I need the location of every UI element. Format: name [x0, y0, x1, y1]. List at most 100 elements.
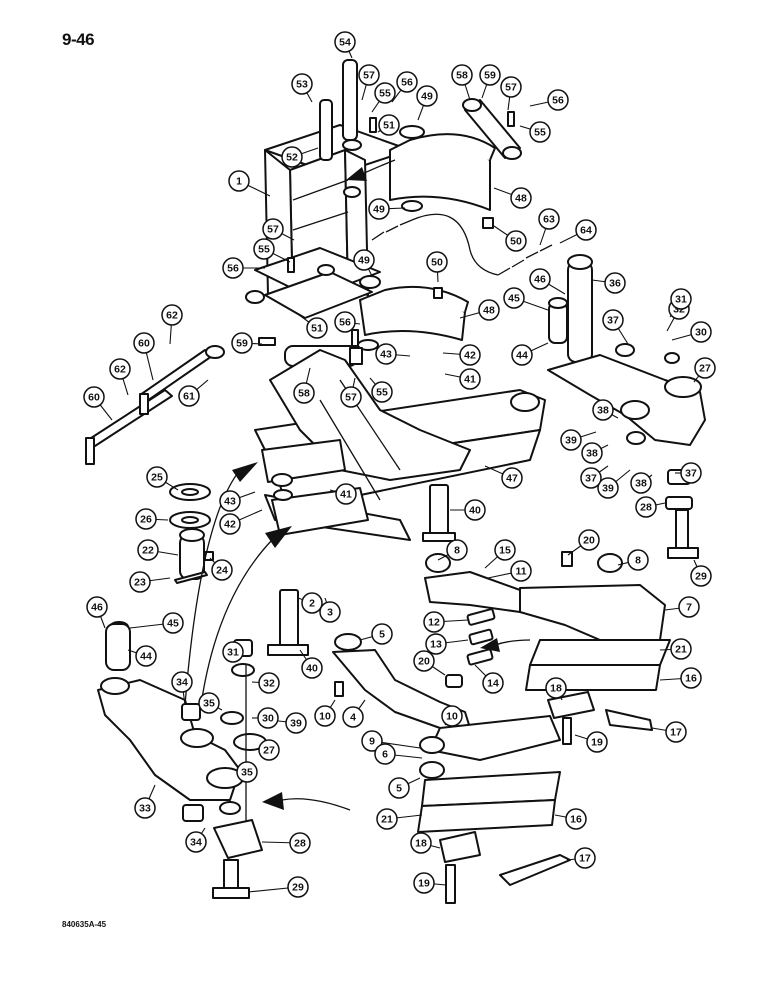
callout-number: 48: [483, 305, 495, 317]
callout-44: 44: [511, 344, 533, 366]
callout-number: 42: [464, 350, 476, 362]
callout-41: 41: [459, 368, 481, 390]
callout-circle: [510, 560, 532, 582]
right-spindle-arm: [547, 343, 706, 559]
callout-23: 23: [129, 571, 151, 593]
callout-number: 63: [543, 214, 555, 226]
callout-number: 19: [418, 878, 430, 890]
callout-21: 21: [670, 638, 692, 660]
callout-18: 18: [410, 832, 432, 854]
callout-28: 28: [635, 496, 657, 518]
callout-number: 13: [430, 639, 442, 651]
callout-circle: [228, 170, 250, 192]
callout-52: 52: [281, 146, 303, 168]
callout-number: 10: [446, 711, 458, 723]
callout-number: 39: [290, 718, 302, 730]
callout-circle: [287, 876, 309, 898]
callout-circle: [560, 429, 582, 451]
callout-circle: [291, 73, 313, 95]
callout-58: 58: [451, 64, 473, 86]
callout-number: 60: [138, 338, 150, 350]
callout-circle: [374, 743, 396, 765]
left-kingpin-stack: [105, 623, 267, 899]
callout-40: 40: [301, 657, 323, 679]
callout-39: 39: [597, 477, 619, 499]
callout-number: 20: [583, 535, 595, 547]
callout-1: 1: [228, 170, 250, 192]
callout-number: 57: [267, 224, 279, 236]
plates-upper: [525, 639, 671, 745]
plates-lower: [417, 771, 571, 904]
callout-circle: [410, 832, 432, 854]
callout-number: 17: [579, 853, 591, 865]
callout-57: 57: [500, 76, 522, 98]
callout-28: 28: [289, 832, 311, 854]
callout-number: 38: [597, 405, 609, 417]
callout-number: 15: [499, 545, 511, 557]
callout-number: 61: [183, 391, 195, 403]
callout-circle: [334, 31, 356, 53]
callout-circle: [211, 559, 233, 581]
figure-code: 840635A-45: [62, 920, 107, 929]
callout-circle: [478, 299, 500, 321]
callout-circle: [680, 462, 702, 484]
callout-24: 24: [211, 559, 233, 581]
upper-pins: [287, 59, 377, 276]
callout-circle: [635, 496, 657, 518]
callout-48: 48: [478, 299, 500, 321]
callout-54: 54: [334, 31, 356, 53]
callout-55: 55: [529, 121, 551, 143]
callout-circle: [565, 808, 587, 830]
callout-50: 50: [426, 251, 448, 273]
callout-42: 42: [219, 513, 241, 535]
callout-19: 19: [413, 872, 435, 894]
callout-60: 60: [133, 332, 155, 354]
callout-number: 37: [585, 473, 597, 485]
callout-number: 43: [224, 496, 236, 508]
callout-number: 35: [241, 767, 253, 779]
callout-number: 55: [379, 88, 391, 100]
callout-circle: [586, 731, 608, 753]
callout-number: 21: [675, 644, 687, 656]
callout-number: 55: [534, 127, 546, 139]
callout-8: 8: [446, 539, 468, 561]
callout-circle: [198, 692, 220, 714]
callout-61: 61: [178, 385, 200, 407]
callout-number: 40: [469, 505, 481, 517]
callout-circle: [627, 549, 649, 571]
callout-number: 44: [516, 350, 528, 362]
callout-64: 64: [575, 219, 597, 241]
callout-circle: [510, 187, 532, 209]
callout-circle: [371, 623, 393, 645]
callout-14: 14: [482, 672, 504, 694]
callout-circle: [335, 483, 357, 505]
callout-circle: [690, 565, 712, 587]
callout-55: 55: [374, 82, 396, 104]
callout-12: 12: [423, 611, 445, 633]
callout-number: 18: [415, 838, 427, 850]
callout-circle: [479, 64, 501, 86]
callout-45: 45: [162, 612, 184, 634]
callout-37: 37: [580, 467, 602, 489]
callout-circle: [529, 121, 551, 143]
callout-number: 17: [670, 727, 682, 739]
callout-circle: [501, 467, 523, 489]
callout-circle: [441, 705, 463, 727]
callout-30: 30: [257, 707, 279, 729]
callout-number: 38: [586, 448, 598, 460]
callout-27: 27: [694, 357, 716, 379]
callout-circle: [129, 571, 151, 593]
callout-27: 27: [258, 739, 280, 761]
callout-circle: [135, 645, 157, 667]
callout-number: 50: [510, 236, 522, 248]
callout-circle: [413, 650, 435, 672]
callout-number: 57: [345, 392, 357, 404]
callout-number: 49: [373, 204, 385, 216]
arrows: [184, 159, 531, 811]
callout-circle: [690, 321, 712, 343]
callout-circle: [137, 539, 159, 561]
left-pins: [85, 290, 276, 465]
callout-number: 42: [224, 519, 236, 531]
callout-36: 36: [604, 272, 626, 294]
